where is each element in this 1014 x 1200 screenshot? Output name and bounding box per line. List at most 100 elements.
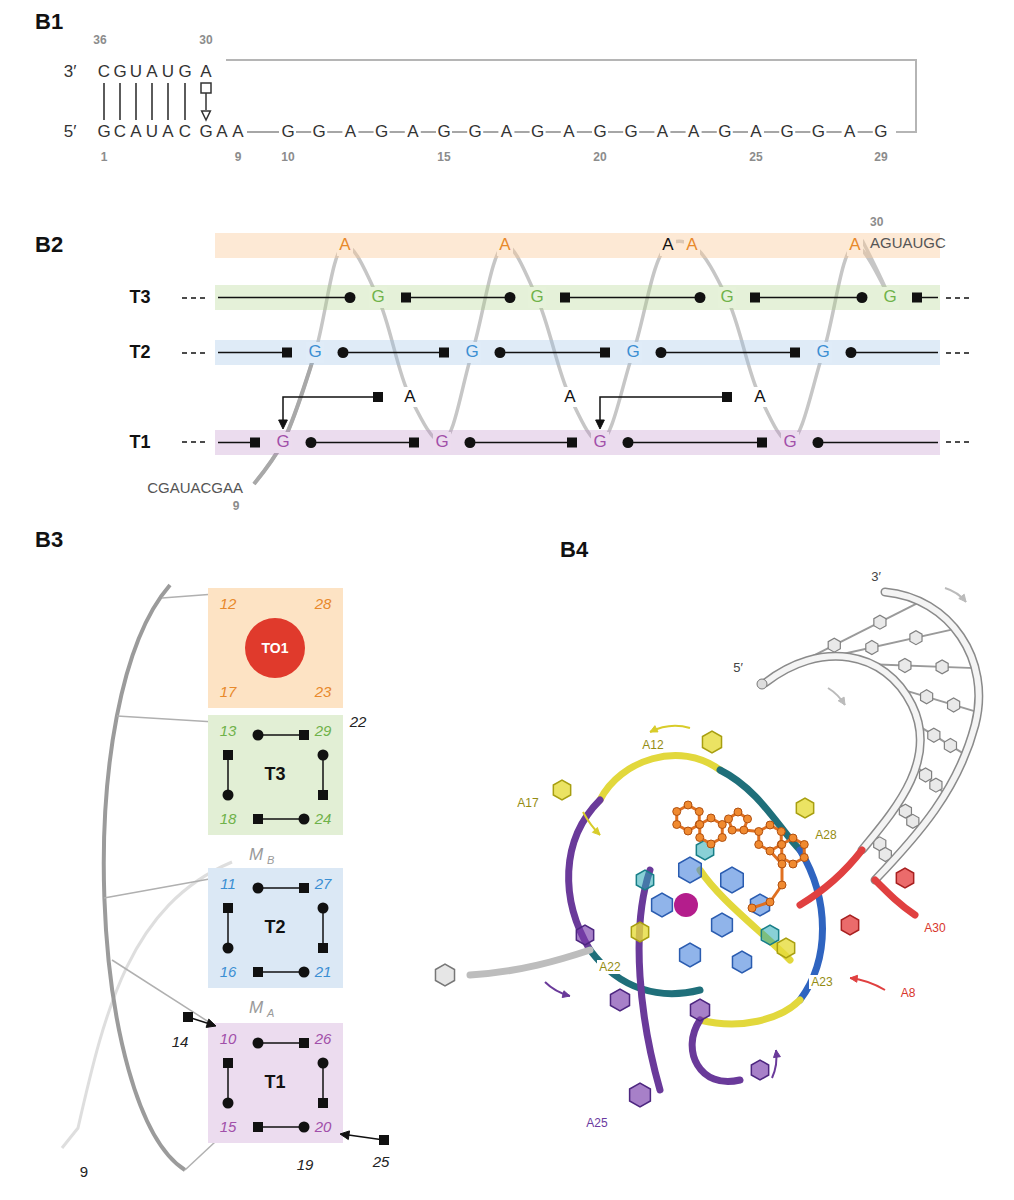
base-letter: A bbox=[655, 122, 670, 142]
ligand-atom bbox=[734, 808, 742, 816]
tetrad-box: 1026T11520 bbox=[208, 1023, 343, 1143]
node-text: 11 bbox=[218, 875, 238, 893]
base-letter: A bbox=[198, 62, 213, 82]
sequence-text: CGAUACGAA bbox=[145, 479, 245, 497]
base-letter: G bbox=[718, 287, 735, 307]
text-holder: 29 bbox=[313, 722, 334, 740]
nucleobase bbox=[631, 922, 648, 942]
base-triple-line bbox=[600, 397, 727, 420]
label-holder: 3′ bbox=[869, 569, 883, 585]
motif-subscript: B bbox=[265, 854, 276, 867]
residue-number: 9 bbox=[78, 1163, 90, 1181]
base-letter: A bbox=[499, 122, 514, 142]
base-letter: G bbox=[591, 122, 608, 142]
backbone-dash bbox=[452, 131, 467, 133]
residue-label: A12 bbox=[640, 738, 665, 752]
label-holder: G bbox=[176, 62, 193, 82]
residue-number: 25 bbox=[747, 150, 764, 164]
backbone-tube bbox=[692, 1020, 740, 1082]
panel-label: B2 bbox=[33, 232, 65, 258]
nucleobase bbox=[576, 925, 593, 945]
watson-crick-symbol bbox=[250, 438, 260, 448]
arrow-head bbox=[850, 975, 858, 982]
base-letter: C bbox=[96, 62, 112, 82]
node-text: T2 bbox=[262, 917, 287, 939]
residue-label: A8 bbox=[899, 986, 918, 1000]
label-holder: 30 bbox=[197, 33, 214, 47]
hoogsteen-symbol bbox=[253, 730, 264, 741]
backbone-dash bbox=[546, 131, 561, 133]
base-letter: A bbox=[337, 235, 352, 255]
text-holder: 11 bbox=[218, 875, 238, 893]
node-text: T3 bbox=[262, 764, 287, 786]
base-letter: A bbox=[160, 122, 175, 142]
pair-line bbox=[227, 755, 229, 795]
base-letter: T2 bbox=[128, 342, 153, 364]
text-holder: 10 bbox=[218, 1030, 239, 1048]
backbone-dash bbox=[702, 131, 717, 133]
label-holder: G bbox=[529, 122, 546, 142]
ligand-atom bbox=[766, 821, 774, 829]
helix-rung bbox=[919, 726, 965, 755]
base-letter: G bbox=[373, 122, 390, 142]
text-holder: A bbox=[847, 235, 862, 255]
tetrad-box: 1127T21621 bbox=[208, 868, 343, 988]
arrow-head bbox=[206, 1019, 216, 1027]
motif-label: M bbox=[247, 845, 265, 865]
ligand-atom bbox=[728, 826, 736, 834]
base-pair-line bbox=[103, 83, 105, 120]
hoogsteen-symbol bbox=[695, 292, 706, 303]
motif-label: M bbox=[247, 998, 265, 1018]
base-letter: G bbox=[624, 342, 641, 362]
non-canonical-pair-symbol bbox=[201, 83, 211, 93]
pair-line bbox=[258, 1042, 304, 1044]
residue-number: 22 bbox=[348, 713, 369, 731]
text-holder: A bbox=[660, 235, 675, 255]
tertiary-structure bbox=[435, 588, 978, 1107]
base-letter: G bbox=[435, 122, 452, 142]
text-holder: G bbox=[306, 342, 323, 362]
tetrad-band: T3GGGG bbox=[215, 285, 940, 310]
hoogsteen-symbol bbox=[318, 750, 329, 761]
nucleobase bbox=[712, 913, 733, 937]
residue-label: A28 bbox=[813, 828, 838, 842]
label-holder: M bbox=[247, 845, 265, 865]
stack-connector bbox=[185, 1142, 215, 1170]
label-holder: U bbox=[144, 122, 160, 142]
nucleobase bbox=[690, 999, 709, 1021]
watson-crick-symbol bbox=[223, 903, 233, 913]
node-text: 26 bbox=[313, 1030, 334, 1048]
node-text: 13 bbox=[218, 722, 239, 740]
backbone-dash bbox=[608, 131, 623, 133]
watson-crick-symbol bbox=[299, 1038, 309, 1048]
helix-rung bbox=[872, 664, 975, 668]
node-text: 23 bbox=[313, 683, 334, 701]
backbone-tube bbox=[700, 1000, 800, 1024]
base-pair-line bbox=[151, 83, 153, 120]
motion-arrow bbox=[945, 588, 966, 602]
helix-base bbox=[910, 631, 922, 645]
pair-line bbox=[661, 352, 795, 354]
label-holder: G bbox=[197, 122, 214, 142]
label-holder: A bbox=[160, 122, 175, 142]
ligand-atom bbox=[800, 841, 808, 849]
hoogsteen-symbol bbox=[253, 1038, 264, 1049]
strand-end-label: 5′ bbox=[731, 660, 745, 676]
label-holder: A25 bbox=[584, 1116, 609, 1130]
ligand-atom bbox=[744, 815, 752, 823]
label-holder: 15 bbox=[435, 150, 452, 164]
ligand-atom bbox=[673, 821, 681, 829]
pair-line bbox=[406, 297, 510, 299]
base-letter: A bbox=[748, 122, 763, 142]
node-text: 21 bbox=[313, 963, 334, 981]
pair-line bbox=[628, 442, 762, 444]
base-letter: U bbox=[128, 62, 144, 82]
pair-line bbox=[322, 908, 324, 948]
base-letter: U bbox=[160, 62, 176, 82]
helix-base bbox=[828, 638, 840, 652]
label-holder: A bbox=[562, 387, 577, 407]
stack-connector bbox=[104, 878, 215, 898]
label-holder: A bbox=[405, 122, 420, 142]
node-text: 18 bbox=[218, 810, 239, 828]
backbone-tube bbox=[470, 950, 590, 975]
